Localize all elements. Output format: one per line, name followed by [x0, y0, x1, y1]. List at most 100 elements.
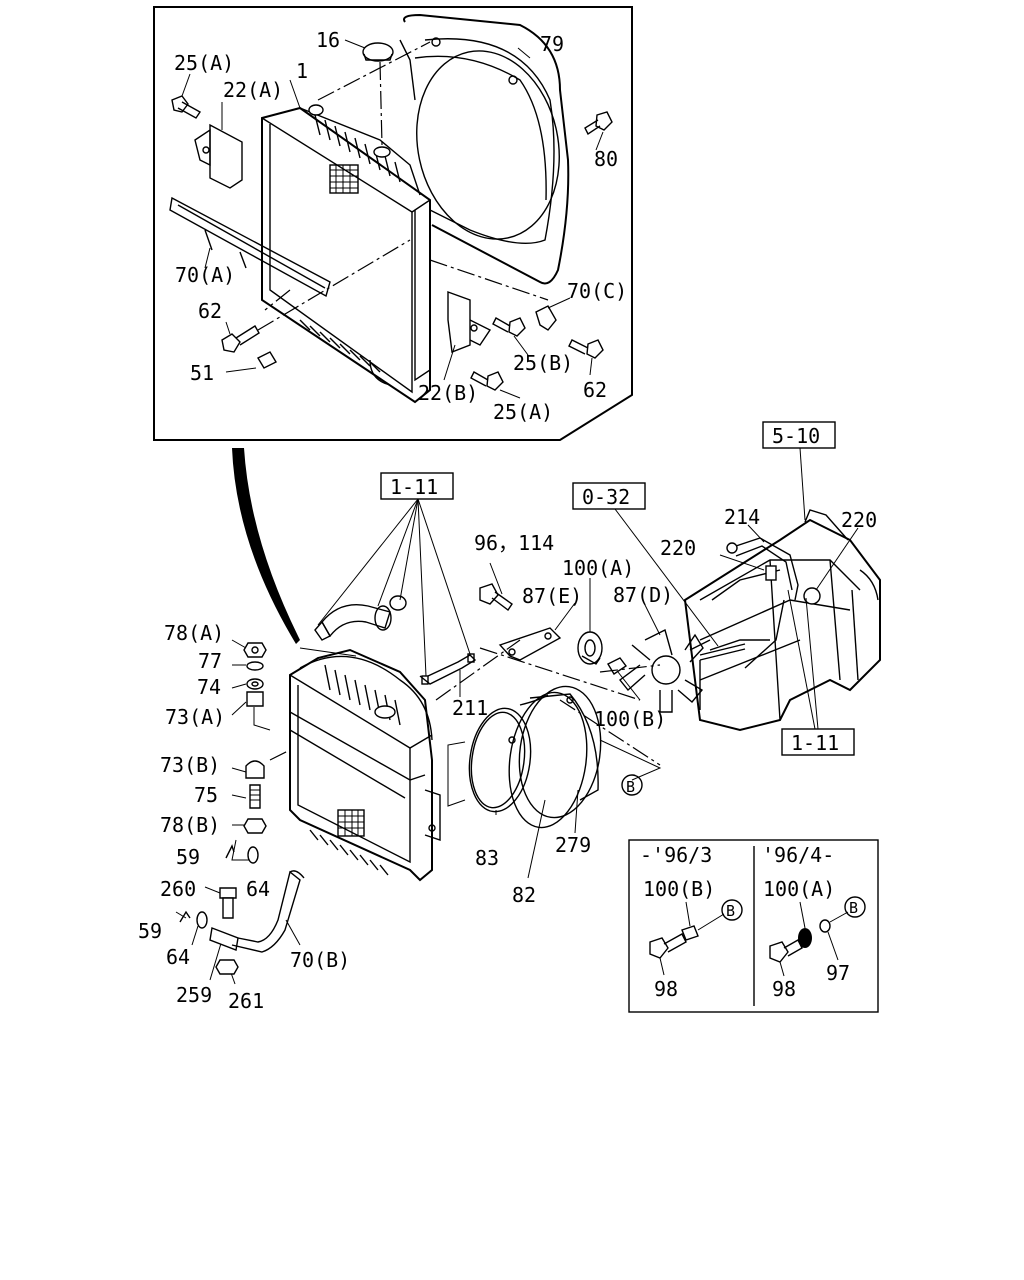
bolt-62-right: [568, 339, 604, 359]
inset-right-100a: 100(A): [763, 877, 835, 901]
label-22b: 22(B): [418, 381, 478, 405]
label-64-bottom: 64: [166, 945, 190, 969]
radiator-main: [289, 648, 441, 882]
bolt-51: [257, 351, 277, 369]
label-22a: 22(A): [223, 78, 283, 102]
washer-64-top: [247, 846, 259, 864]
nut-220: [726, 542, 821, 605]
washer-64-bottom: [196, 911, 208, 929]
ref-5-10: 5-10: [772, 424, 820, 448]
label-87d: 87(D): [613, 583, 673, 607]
label-220-left: 220: [660, 536, 696, 560]
label-82: 82: [512, 883, 536, 907]
label-211: 211: [452, 696, 488, 720]
spacer-100b: [607, 657, 628, 675]
dipstick: [699, 643, 746, 661]
bracket-87e: [498, 627, 562, 661]
main-chain-lines: [269, 639, 661, 766]
radiator-1: [261, 104, 431, 404]
detail-frame: [153, 6, 633, 441]
label-100b: 100(B): [594, 707, 666, 731]
label-25a-bottom: 25(A): [493, 400, 553, 424]
label-78a: 78(A): [164, 621, 224, 645]
detail-labels: 16 79 25(A) 22(A) 1 80 70(A) 70(C) 62 51…: [174, 28, 627, 424]
label-220-right: 220: [841, 508, 877, 532]
cushion-73b: [245, 760, 265, 779]
main-leaders: [175, 524, 859, 985]
label-70c: 70(C): [567, 279, 627, 303]
label-96-114: 96，114: [474, 531, 554, 555]
label-59-bottom: 59: [138, 919, 162, 943]
inset-header-left: -'96/3: [640, 843, 712, 867]
main-labels: 78(A) 77 74 73(A) 73(B) 75 78(B) 59 64 2…: [138, 505, 877, 1013]
detail-chain-lines: [257, 41, 549, 331]
label-260: 260: [160, 877, 196, 901]
marker-b-main-letter: B: [626, 778, 635, 796]
bolt-25a-top: [171, 95, 202, 119]
inset-left-98: 98: [654, 977, 678, 1001]
bolt-80: [584, 111, 613, 136]
bolt-260: [219, 887, 237, 919]
label-78b: 78(B): [160, 813, 220, 837]
label-70a: 70(A): [175, 263, 235, 287]
washer-74: [246, 678, 264, 690]
fan-87d: [619, 628, 704, 713]
nut-78b: [243, 818, 267, 834]
fan-spacer-100a: [577, 631, 603, 665]
bolt-25a-bottom: [470, 371, 504, 391]
ref-1-11-right: 1-11: [791, 731, 839, 755]
label-74: 74: [197, 675, 221, 699]
pipe-214: [729, 537, 799, 669]
ref-box-1-11-right: 1-11: [781, 728, 855, 756]
inset-right-spacer: [819, 919, 831, 933]
label-73b: 73(B): [160, 753, 220, 777]
radiator-cap-16: [362, 42, 394, 62]
label-214: 214: [724, 505, 760, 529]
label-75: 75: [194, 783, 218, 807]
ref-leaders: [317, 447, 819, 730]
engine-block: [683, 509, 881, 732]
marker-b-main: B: [599, 739, 662, 796]
variant-inset: -'96/3 '96/4- 100(B) 98 B 100(A) 98 97 B: [628, 839, 879, 1013]
ref-0-32: 0-32: [582, 485, 630, 509]
upper-stay-70a: [169, 196, 331, 298]
label-62-right: 62: [583, 378, 607, 402]
stud-75: [249, 784, 261, 809]
inset-left-spacer: [681, 925, 699, 941]
inset-right-bolt: [769, 941, 789, 963]
bracket-22a: [194, 123, 243, 189]
inset-left-bolt: [649, 937, 669, 959]
inset-right-b: B: [849, 899, 858, 917]
label-1: 1: [296, 59, 308, 83]
label-261: 261: [228, 989, 264, 1013]
inset-right-97: 97: [826, 961, 850, 985]
nut-261: [215, 959, 239, 975]
inset-left-100b: 100(B): [643, 877, 715, 901]
ref-box-0-32: 0-32: [572, 482, 646, 510]
label-73a: 73(A): [165, 705, 225, 729]
label-87e: 87(E): [522, 584, 582, 608]
ref-box-5-10: 5-10: [762, 421, 836, 449]
pin-59-bottom: [179, 910, 191, 923]
label-83: 83: [475, 846, 499, 870]
bracket-22b: [447, 291, 492, 353]
fan-shroud-79: [399, 13, 570, 285]
label-279: 279: [555, 833, 591, 857]
cushion-73a: [246, 691, 264, 707]
bolt-96-114: [479, 583, 513, 612]
label-59-top: 59: [176, 845, 200, 869]
lower-stay-70b: [231, 870, 305, 953]
label-100a: 100(A): [562, 556, 634, 580]
label-259: 259: [176, 983, 212, 1007]
label-64-top: 64: [246, 877, 270, 901]
label-79: 79: [540, 32, 564, 56]
bolt-62-left: [221, 325, 260, 353]
label-25b: 25(B): [513, 351, 573, 375]
inset-right-washer: [798, 928, 812, 948]
fan-shroud-82: [508, 685, 602, 829]
label-70b: 70(B): [290, 948, 350, 972]
label-51: 51: [190, 361, 214, 385]
detail-leaders: [181, 39, 604, 399]
detail-arrow: [232, 448, 300, 644]
